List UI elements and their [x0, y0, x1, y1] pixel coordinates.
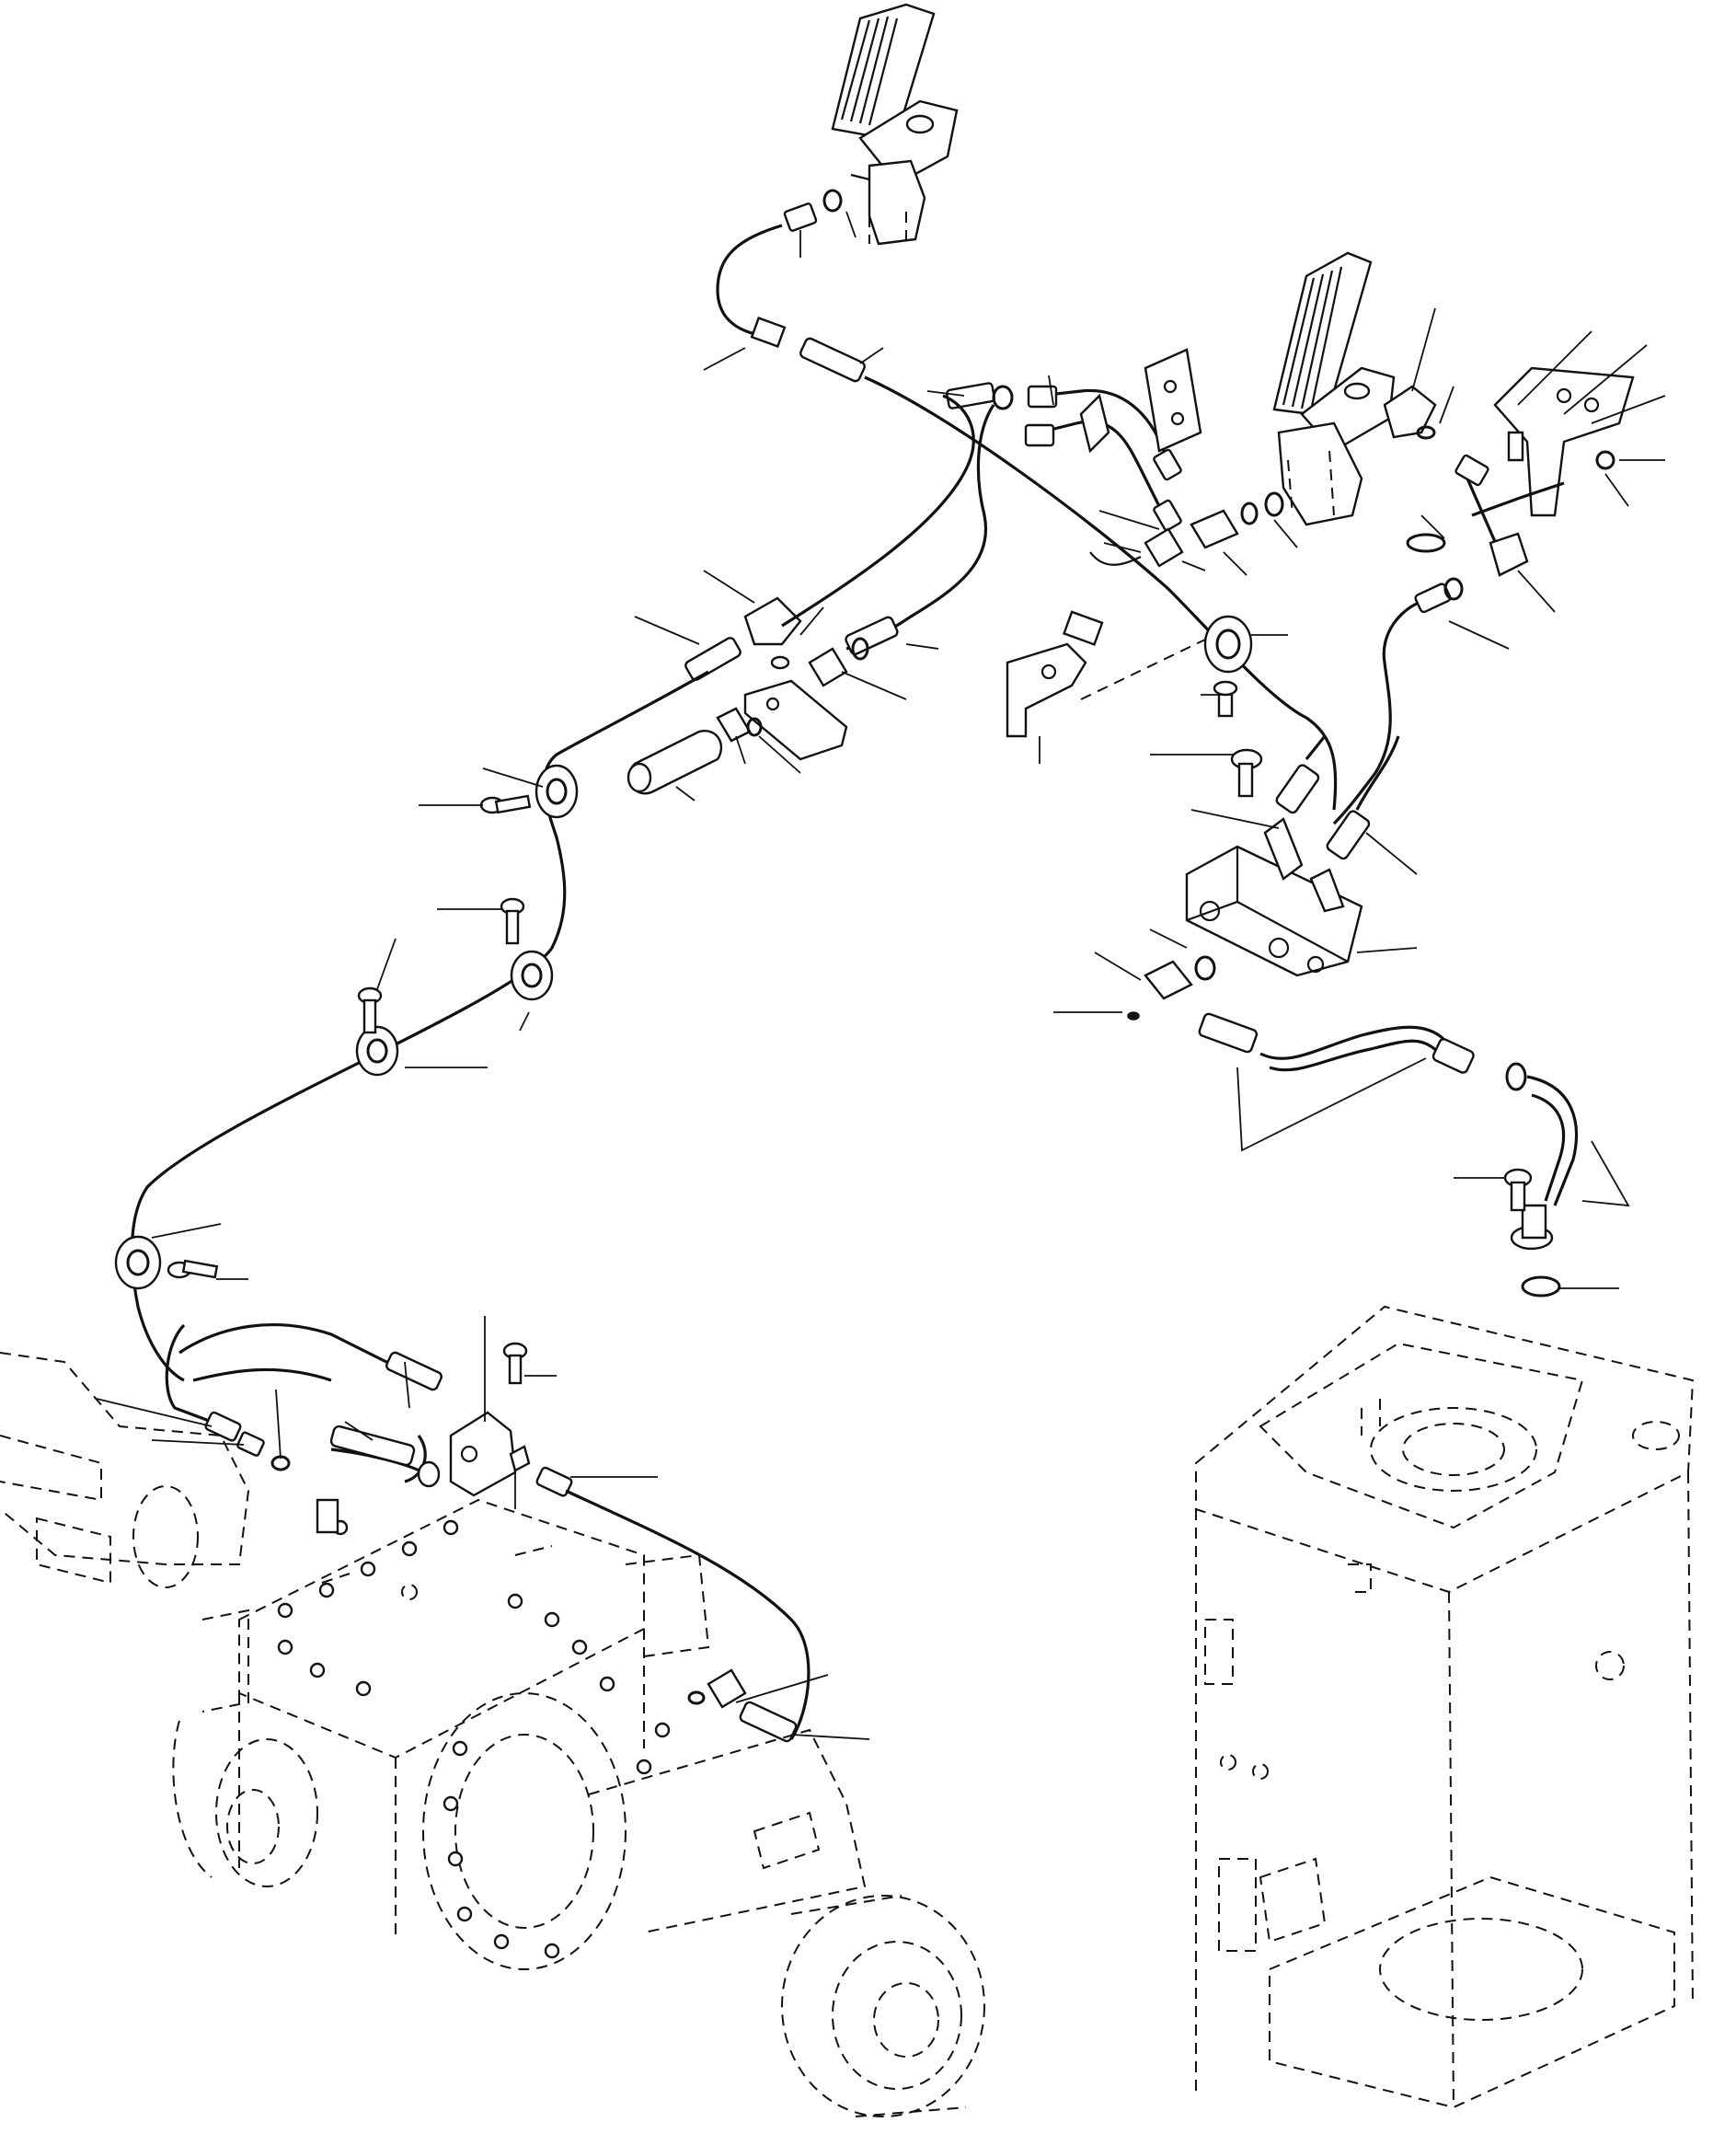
center-pipe-clamp: [1201, 615, 1288, 718]
lower-right-hose: [1198, 1012, 1630, 1207]
axle-end-fittings: [687, 1668, 870, 1743]
lower-left-block: [449, 1316, 811, 1740]
center-angle-bracket: [1006, 610, 1206, 764]
left-long-pipe: [130, 394, 975, 1382]
upper-valve-fitting: [783, 189, 857, 258]
upper-hose: [716, 224, 783, 338]
tank-flange-fitting: [1454, 1168, 1619, 1298]
brake-manifold-block: [1185, 817, 1418, 977]
hydraulic-tank: [1195, 1305, 1695, 2109]
bent-tube-assembly: [1024, 375, 1182, 532]
lower-right-fittings: [1053, 929, 1216, 1021]
left-pipe-clamps: [114, 764, 579, 1290]
axle-differential-housing: [0, 1352, 985, 2117]
upper-brake-valve: [831, 3, 959, 246]
mid-pipe-fittings: [926, 382, 1014, 410]
upper-steel-pipe: [799, 337, 1338, 811]
manifold-bolt: [1230, 748, 1263, 798]
lower-left-hoses: [96, 1322, 443, 1488]
right-tee-fitting: [1406, 454, 1565, 613]
right-elbow-fitting: [1383, 307, 1454, 440]
left-small-fittings: [770, 606, 939, 700]
lower-brake-valve: [1272, 251, 1396, 526]
right-hose-ends: [1414, 577, 1510, 650]
pressure-switch-group: [1089, 491, 1298, 576]
manifold-hoses: [1150, 735, 1418, 875]
left-junction-block: [716, 679, 848, 774]
right-mount-bracket: [1493, 330, 1666, 517]
left-clamp-bolts: [151, 767, 544, 1280]
axle-bolt-heads: [277, 1498, 671, 1959]
left-elbow-and-pipe-end: [634, 570, 802, 681]
accumulator-canister: [627, 730, 723, 802]
right-hose: [1332, 596, 1431, 825]
small-bracket-plate: [1144, 348, 1202, 453]
